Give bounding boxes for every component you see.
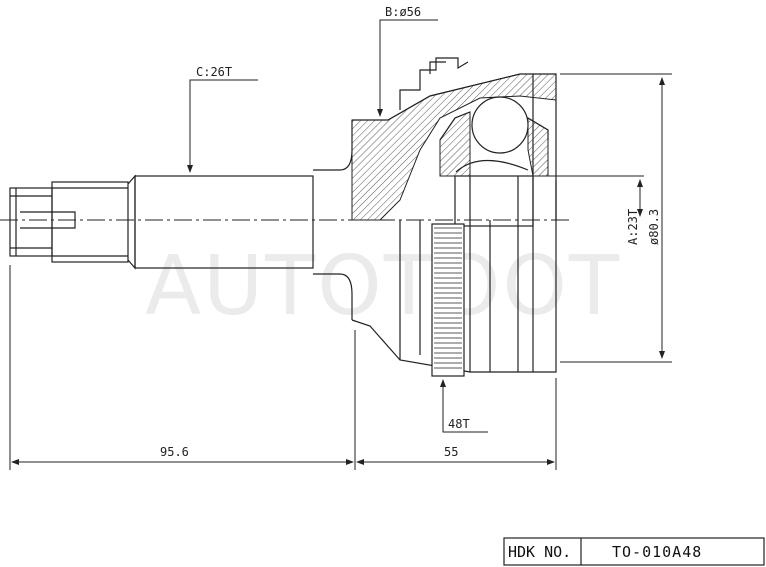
title-block-label: HDK NO. bbox=[508, 543, 571, 561]
title-block-part-number: TO-010A48 bbox=[612, 543, 702, 561]
cage-hatch bbox=[527, 117, 549, 177]
abs-ring-teeth bbox=[434, 227, 462, 369]
housing-section-hatch bbox=[351, 73, 557, 221]
dim-abs-ring bbox=[440, 379, 488, 433]
dim-bell-diameter-label: ø80.3 bbox=[647, 209, 661, 245]
abs-tone-ring bbox=[431, 223, 465, 377]
dim-outer-diameter-label: B:ø56 bbox=[385, 5, 421, 19]
inner-race-hatch bbox=[439, 111, 471, 177]
dim-abs-ring-label: 48T bbox=[448, 417, 470, 431]
dim-outer-diameter bbox=[377, 19, 438, 117]
dim-shaft-length-label: 95.6 bbox=[160, 445, 189, 459]
title-block: HDK NO. TO-010A48 bbox=[503, 537, 765, 566]
watermark-text: AUTOTOOT bbox=[145, 239, 621, 334]
dim-spline-outer-label: C:26T bbox=[196, 65, 232, 79]
dim-spline-outer bbox=[187, 79, 258, 173]
dim-bell-diameter-lines bbox=[546, 73, 672, 363]
dim-lengths bbox=[9, 265, 557, 470]
dim-housing-length-label: 55 bbox=[444, 445, 458, 459]
dim-spline-inner-label: A:23T bbox=[626, 209, 640, 245]
